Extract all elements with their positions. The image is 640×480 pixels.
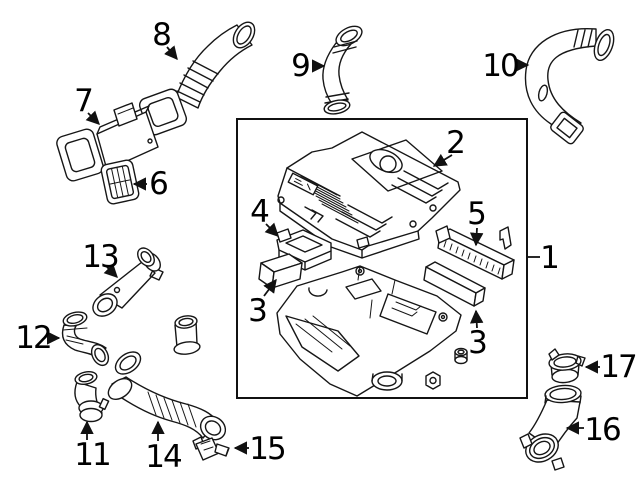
part-corrugated-hose: [107, 315, 227, 441]
callout-1: 1: [528, 240, 560, 276]
part-inlet-duct: [56, 102, 159, 182]
callout-arrow-3-left: [263, 278, 277, 297]
callout-arrow-7: [85, 110, 100, 125]
callout-7: 7: [74, 83, 100, 125]
callout-arrow-13: [103, 263, 118, 278]
callout-11: 11: [74, 420, 112, 473]
callout-label-5: 5: [467, 196, 487, 232]
part-filter-clip: [499, 226, 512, 250]
callout-arrow-2: [432, 153, 453, 167]
callout-label-3-right: 3: [468, 325, 488, 361]
callout-arrow-3-right: [469, 309, 484, 329]
callout-label-10: 10: [482, 48, 518, 84]
callout-2: 2: [432, 125, 466, 167]
part-hose-10: [524, 28, 615, 145]
callout-label-6: 6: [149, 166, 169, 202]
part-sensor: [192, 436, 230, 461]
callout-6: 6: [132, 166, 169, 202]
part-hose-11: [74, 371, 110, 423]
cover-rib-hatch: [300, 175, 359, 224]
callout-10: 10: [482, 48, 530, 84]
callout-13: 13: [82, 239, 120, 278]
callout-label-3-left: 3: [248, 293, 268, 329]
callout-5: 5: [467, 196, 487, 247]
callout-label-8: 8: [152, 17, 172, 53]
callout-15: 15: [233, 431, 287, 467]
callout-label-13: 13: [82, 239, 118, 275]
callout-arrow-8: [164, 45, 178, 61]
callout-4: 4: [250, 194, 279, 237]
callout-12: 12: [15, 320, 61, 356]
part-air-filter-housing: [276, 265, 462, 397]
part-intake-duct: [138, 21, 256, 136]
part-grommet: [454, 347, 468, 365]
callout-arrow-4: [264, 222, 279, 237]
callout-label-12: 12: [15, 320, 50, 356]
callout-14: 14: [145, 420, 183, 475]
callout-3-right: 3: [468, 309, 488, 361]
callout-8: 8: [152, 17, 178, 61]
part-hose-12: [61, 311, 110, 367]
part-engine-cover: [277, 131, 461, 259]
callout-label-4: 4: [250, 194, 270, 230]
cover-badge: [287, 172, 319, 196]
callout-3-left: 3: [248, 278, 277, 329]
callout-17: 17: [584, 349, 638, 385]
part-pipe-13: [92, 247, 164, 317]
callout-label-7: 7: [74, 83, 94, 119]
part-cap: [548, 348, 586, 384]
callout-arrow-5: [469, 227, 484, 247]
part-filter-left: [258, 253, 303, 289]
part-filter-right: [423, 261, 486, 307]
assembly-box-outline: [236, 118, 528, 399]
callout-label-2: 2: [446, 125, 466, 161]
callout-label-9: 9: [291, 48, 311, 84]
callout-label-15: 15: [249, 431, 285, 467]
callout-label-11: 11: [74, 437, 109, 473]
callout-label-16: 16: [584, 412, 620, 448]
cover-chevrons: [304, 170, 449, 238]
callout-9: 9: [291, 48, 326, 84]
callout-16: 16: [565, 412, 622, 448]
callout-label-17: 17: [600, 349, 636, 385]
part-grille: [100, 159, 140, 205]
part-hex-nut: [425, 371, 441, 390]
part-hose-9: [322, 25, 363, 115]
callout-label-1: 1: [540, 240, 560, 276]
part-filter-element: [435, 225, 515, 280]
callout-label-14: 14: [145, 439, 181, 475]
